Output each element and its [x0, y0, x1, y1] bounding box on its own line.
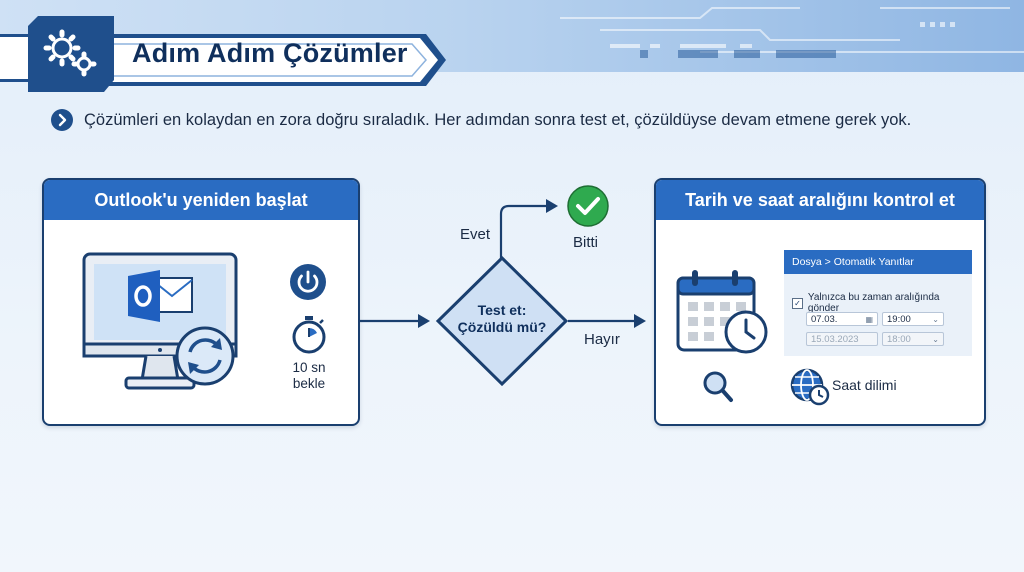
magnifier-icon [703, 371, 733, 402]
chevron-down-icon: ⌄ [932, 335, 939, 344]
step-card-title: Tarih ve saat aralığını kontrol et [656, 180, 984, 220]
page-title: Adım Adım Çözümler [132, 38, 408, 68]
check-success-icon [569, 187, 607, 225]
gears-icon [28, 16, 114, 92]
step-card-restart: Outlook'u yeniden başlat 10 sn bekle [42, 178, 360, 426]
decision-diamond [435, 255, 569, 387]
end-date-field[interactable]: 15.03.2023 [806, 332, 878, 346]
range-checkbox[interactable]: ✓ [792, 297, 803, 309]
chevron-down-icon: ⌄ [932, 315, 939, 324]
stopwatch-icon [292, 316, 326, 354]
step-card-date-range: Tarih ve saat aralığını kontrol et Dosya… [654, 178, 986, 426]
decision-text: Test et: Çözüldü mü? [446, 302, 558, 336]
no-label: Hayır [584, 331, 620, 348]
title-banner [28, 34, 446, 86]
end-time-value: 18:00 [887, 334, 911, 345]
yes-label: Evet [460, 226, 491, 243]
end-date-value: 15.03.2023 [811, 334, 859, 345]
start-time-field[interactable]: 19:00 ⌄ [882, 312, 944, 326]
range-checkbox-label: Yalnızca bu zaman aralığında gönder [807, 292, 940, 314]
calendar-small-icon: ▦ [865, 315, 873, 324]
step-card-title: Outlook'u yeniden başlat [44, 180, 358, 220]
auto-reply-panel: Dosya > Otomatik Yanıtlar ✓ Yalnızca bu … [784, 250, 972, 356]
calendar-clock-icon [676, 270, 768, 354]
intro-line: Çözümleri en kolaydan en zora doğru sıra… [50, 107, 911, 133]
end-time-field[interactable]: 18:00 ⌄ [882, 332, 944, 346]
wait-seconds: 10 sn [292, 360, 326, 375]
power-icon [290, 264, 326, 300]
wait-label: 10 sn bekle [280, 360, 338, 392]
globe-clock-icon [790, 368, 830, 406]
monitor-outlook-icon [82, 252, 238, 390]
done-label: Bitti [573, 234, 599, 251]
decision-line1: Test et: [477, 302, 527, 318]
range-checkbox-row[interactable]: ✓ Yalnızca bu zaman aralığında gönder [792, 292, 972, 314]
header-decoration [560, 7, 1024, 58]
breadcrumb: Dosya > Otomatik Yanıtlar [784, 250, 972, 274]
wait-word: bekle [292, 376, 326, 391]
decision-line2: Çözüldü mü? [457, 319, 547, 335]
chevron-right-icon [51, 109, 73, 131]
start-time-value: 19:00 [887, 314, 911, 325]
start-date-field[interactable]: 07.03. ▦ [806, 312, 878, 326]
start-date-value: 07.03. [811, 314, 838, 325]
timezone-label: Saat dilimi [832, 377, 897, 393]
intro-text: Çözümleri en kolaydan en zora doğru sıra… [84, 110, 912, 129]
title-tab-left [0, 34, 30, 82]
